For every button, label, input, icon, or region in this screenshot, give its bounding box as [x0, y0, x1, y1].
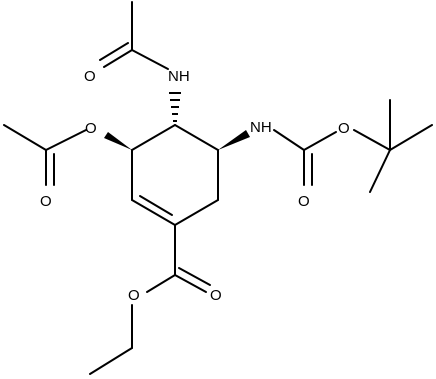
atom-o-ester: O — [128, 287, 140, 304]
bond-boc-carbonyl-o — [303, 131, 337, 151]
bond-acetyl-methyl — [3, 124, 47, 151]
bond-c4-c5 — [174, 124, 219, 151]
atom-o-boc-carbonyl: O — [298, 193, 310, 210]
bond-nh-carbonyl — [131, 49, 169, 70]
wedge-bond-c5-nh — [218, 130, 250, 150]
bond-ester-co-2 — [178, 267, 211, 286]
bond-ethyl-ch3 — [89, 347, 133, 375]
atom-o-acetamido-carbonyl: O — [84, 68, 96, 85]
atom-nh-boc: NH — [250, 119, 272, 136]
bond-nh-boc-carbonyl — [273, 129, 305, 151]
bond-o-acetyl-carbon — [45, 129, 87, 151]
bond-c1-c2-double — [139, 195, 173, 216]
atom-nh-acetamido: NH — [168, 68, 190, 85]
bond-c3-c4 — [131, 124, 176, 151]
hash-bond-c4-nh — [169, 92, 181, 122]
atom-o-ester-carbonyl: O — [210, 287, 222, 304]
bond-tbutyl-methyl-right — [389, 124, 433, 151]
bond-co-acetamido-1 — [103, 49, 133, 68]
wedge-bond-c3-o — [104, 132, 132, 150]
ring-bonds — [131, 124, 219, 226]
atom-o-acetoxy: O — [85, 120, 97, 137]
bond-o-tbutyl — [353, 129, 391, 151]
atom-o-boc-ester: O — [338, 120, 350, 137]
bond-tbutyl-methyl-down — [369, 149, 391, 193]
bond-ester-o — [146, 274, 176, 293]
bond-ester-co-1 — [174, 274, 207, 293]
bond-c1-c2 — [131, 199, 176, 226]
atom-o-acetoxy-carbonyl: O — [40, 193, 52, 210]
bond-co-acetamido-2 — [99, 42, 129, 61]
bond-c6-c1 — [174, 199, 219, 226]
